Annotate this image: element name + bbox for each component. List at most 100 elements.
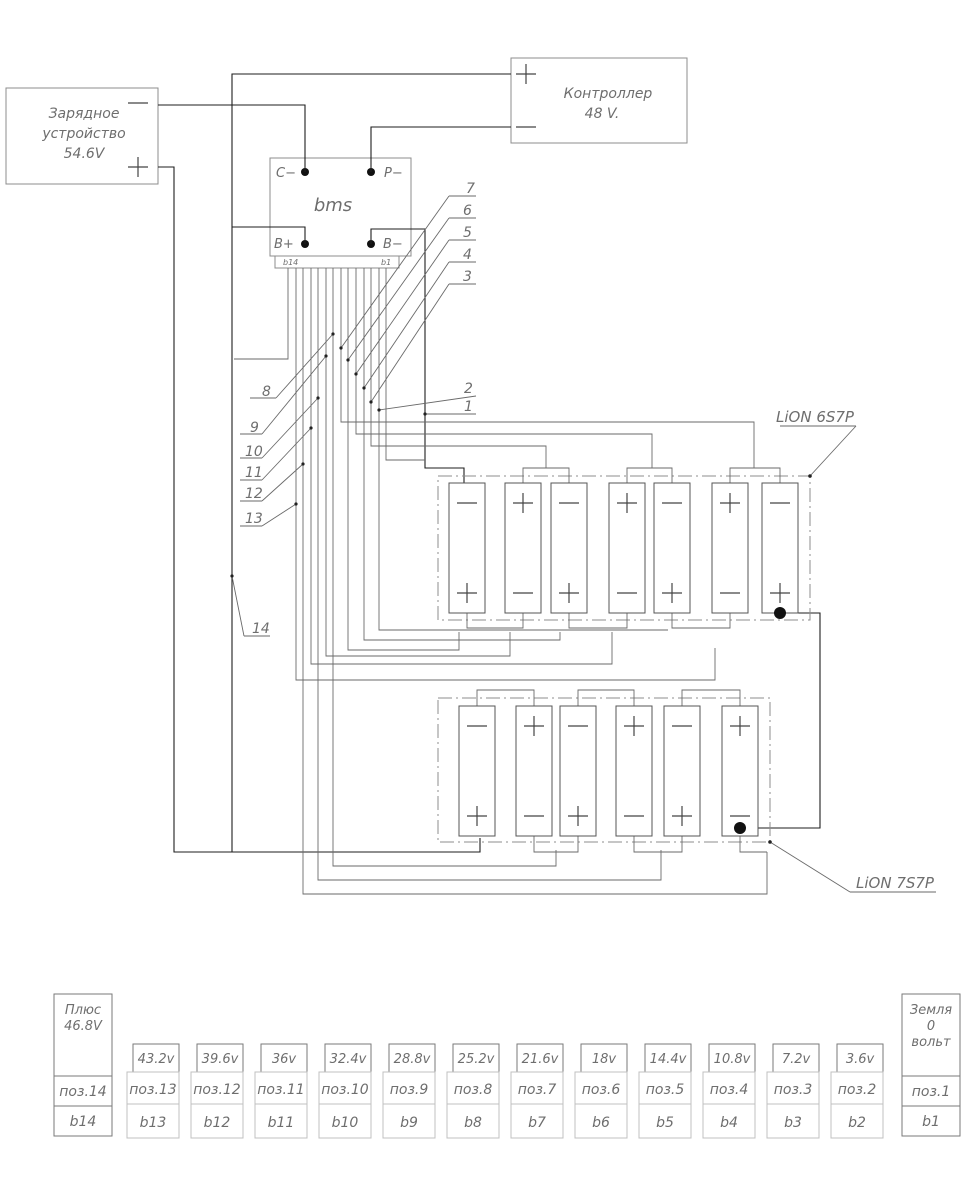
bms-b-plus-label: B+ bbox=[274, 237, 294, 252]
tap-label-12: 12 bbox=[245, 486, 263, 502]
charger-label-line1: Зарядное bbox=[49, 106, 120, 122]
pack-bottom-cell bbox=[663, 705, 701, 837]
plus-icon bbox=[770, 583, 790, 603]
charger-voltage: 54.6V bbox=[64, 146, 106, 162]
bms-b14-label: b14 bbox=[283, 258, 298, 267]
table-voltage: 43.2v bbox=[138, 1052, 175, 1067]
plus-icon bbox=[513, 493, 533, 513]
charger-box: Зарядное устройство 54.6V bbox=[5, 87, 159, 185]
plus-icon bbox=[524, 716, 544, 736]
bms-board: bms C− P− B+ B− b14 b1 bbox=[269, 157, 412, 269]
battery-pack-bottom: LiON 7S7P bbox=[437, 689, 936, 893]
table-voltage: 21.6v bbox=[522, 1052, 559, 1067]
table-position: поз.6 bbox=[582, 1082, 621, 1098]
table-position: поз.3 bbox=[774, 1082, 813, 1098]
tap-labels-left: 8 9 10 11 12 13 14 bbox=[230, 332, 335, 637]
table-voltage: 25.2v bbox=[458, 1052, 495, 1067]
table-column: 39.6v поз.12 b12 bbox=[190, 1043, 244, 1139]
table-bms-pin: b13 bbox=[140, 1115, 167, 1131]
table-position: поз.12 bbox=[193, 1082, 241, 1098]
table-voltage: 32.4v bbox=[330, 1052, 367, 1067]
tap-label-9: 9 bbox=[250, 420, 259, 436]
table-position: поз.7 bbox=[518, 1082, 557, 1098]
controller-plus-icon bbox=[516, 64, 536, 84]
table-bms-pin: b7 bbox=[528, 1115, 546, 1131]
bms-p-minus-label: P− bbox=[384, 166, 403, 181]
tap-label-6: 6 bbox=[463, 203, 472, 219]
table-position: поз.11 bbox=[257, 1082, 304, 1098]
tap-label-10: 10 bbox=[245, 444, 263, 460]
table-voltage: 39.6v bbox=[202, 1052, 239, 1067]
tap-label-7: 7 bbox=[466, 181, 475, 197]
bms-b1-label: b1 bbox=[381, 258, 391, 267]
pack-bottom-output-terminal bbox=[734, 822, 746, 834]
plus-icon bbox=[730, 716, 750, 736]
table-bms-pin: b8 bbox=[464, 1115, 482, 1131]
tap-label-8: 8 bbox=[262, 384, 271, 400]
table-bms-pin: b10 bbox=[332, 1115, 359, 1131]
table-column: 43.2v поз.13 b13 bbox=[126, 1043, 180, 1139]
table-bms-pin: b14 bbox=[70, 1114, 97, 1130]
table-position: поз.5 bbox=[646, 1082, 685, 1098]
table-position: поз.8 bbox=[454, 1082, 493, 1098]
table-voltage: 18v bbox=[592, 1052, 617, 1067]
tap-label-4: 4 bbox=[463, 247, 472, 263]
pack-bottom-label: LiON 7S7P bbox=[856, 874, 935, 892]
table-voltage: 7.2v bbox=[782, 1052, 811, 1067]
pack-top-output-terminal bbox=[774, 607, 786, 619]
balance-wires bbox=[234, 268, 768, 895]
tap-label-14: 14 bbox=[252, 621, 270, 637]
power-wires bbox=[158, 73, 821, 853]
table-position: поз.2 bbox=[838, 1082, 877, 1098]
table-bms-pin: b6 bbox=[592, 1115, 610, 1131]
table-column: 14.4v поз.5 b5 bbox=[638, 1043, 692, 1139]
bms-title: bms bbox=[314, 195, 352, 216]
table-voltage: 3.6v bbox=[846, 1052, 875, 1067]
table-column: 21.6v поз.7 b7 bbox=[510, 1043, 564, 1139]
controller-voltage: 48 V. bbox=[585, 106, 620, 122]
plus-icon bbox=[672, 806, 692, 826]
table-position: поз.9 bbox=[390, 1082, 429, 1098]
table-position: поз.4 bbox=[710, 1082, 749, 1098]
table-voltage: 10.8v bbox=[714, 1052, 751, 1067]
tap-labels-right: 7 6 5 4 3 2 1 bbox=[339, 181, 477, 416]
tap-label-3: 3 bbox=[463, 269, 472, 285]
table-bms-pin: b2 bbox=[848, 1115, 866, 1131]
bms-c-minus-label: C− bbox=[276, 166, 296, 181]
controller-box: Контроллер 48 V. bbox=[510, 57, 688, 144]
table-bms-pin: b5 bbox=[656, 1115, 674, 1131]
table-bms-pin: b3 bbox=[784, 1115, 802, 1131]
table-bms-pin: b12 bbox=[204, 1115, 231, 1131]
plus-icon bbox=[568, 806, 588, 826]
tap-label-13: 13 bbox=[245, 511, 263, 527]
pack-top-label: LiON 6S7P bbox=[776, 408, 855, 426]
plus-icon bbox=[662, 583, 682, 603]
table-column: 18v поз.6 b6 bbox=[574, 1043, 628, 1139]
table-bms-pin: b9 bbox=[400, 1115, 418, 1131]
charger-label-line2: устройство bbox=[41, 126, 125, 142]
plus-icon bbox=[559, 583, 579, 603]
table-position: поз.1 bbox=[912, 1084, 951, 1100]
table-voltage: 36v bbox=[272, 1052, 297, 1067]
table-position: поз.13 bbox=[129, 1082, 176, 1098]
table-bms-pin: b1 bbox=[922, 1114, 940, 1130]
plus-icon bbox=[720, 493, 740, 513]
table-voltage: 14.4v bbox=[650, 1052, 687, 1067]
table-position: поз.14 bbox=[59, 1084, 106, 1100]
table-column: 25.2v поз.8 b8 bbox=[446, 1043, 500, 1139]
charger-plus-icon bbox=[128, 157, 148, 177]
tap-label-11: 11 bbox=[245, 465, 263, 481]
plus-icon bbox=[624, 716, 644, 736]
tap-label-2: 2 bbox=[464, 381, 473, 397]
tap-label-1: 1 bbox=[464, 399, 473, 415]
battery-pack-top: LiON 6S7P bbox=[437, 408, 857, 629]
tap-label-5: 5 bbox=[463, 225, 472, 241]
